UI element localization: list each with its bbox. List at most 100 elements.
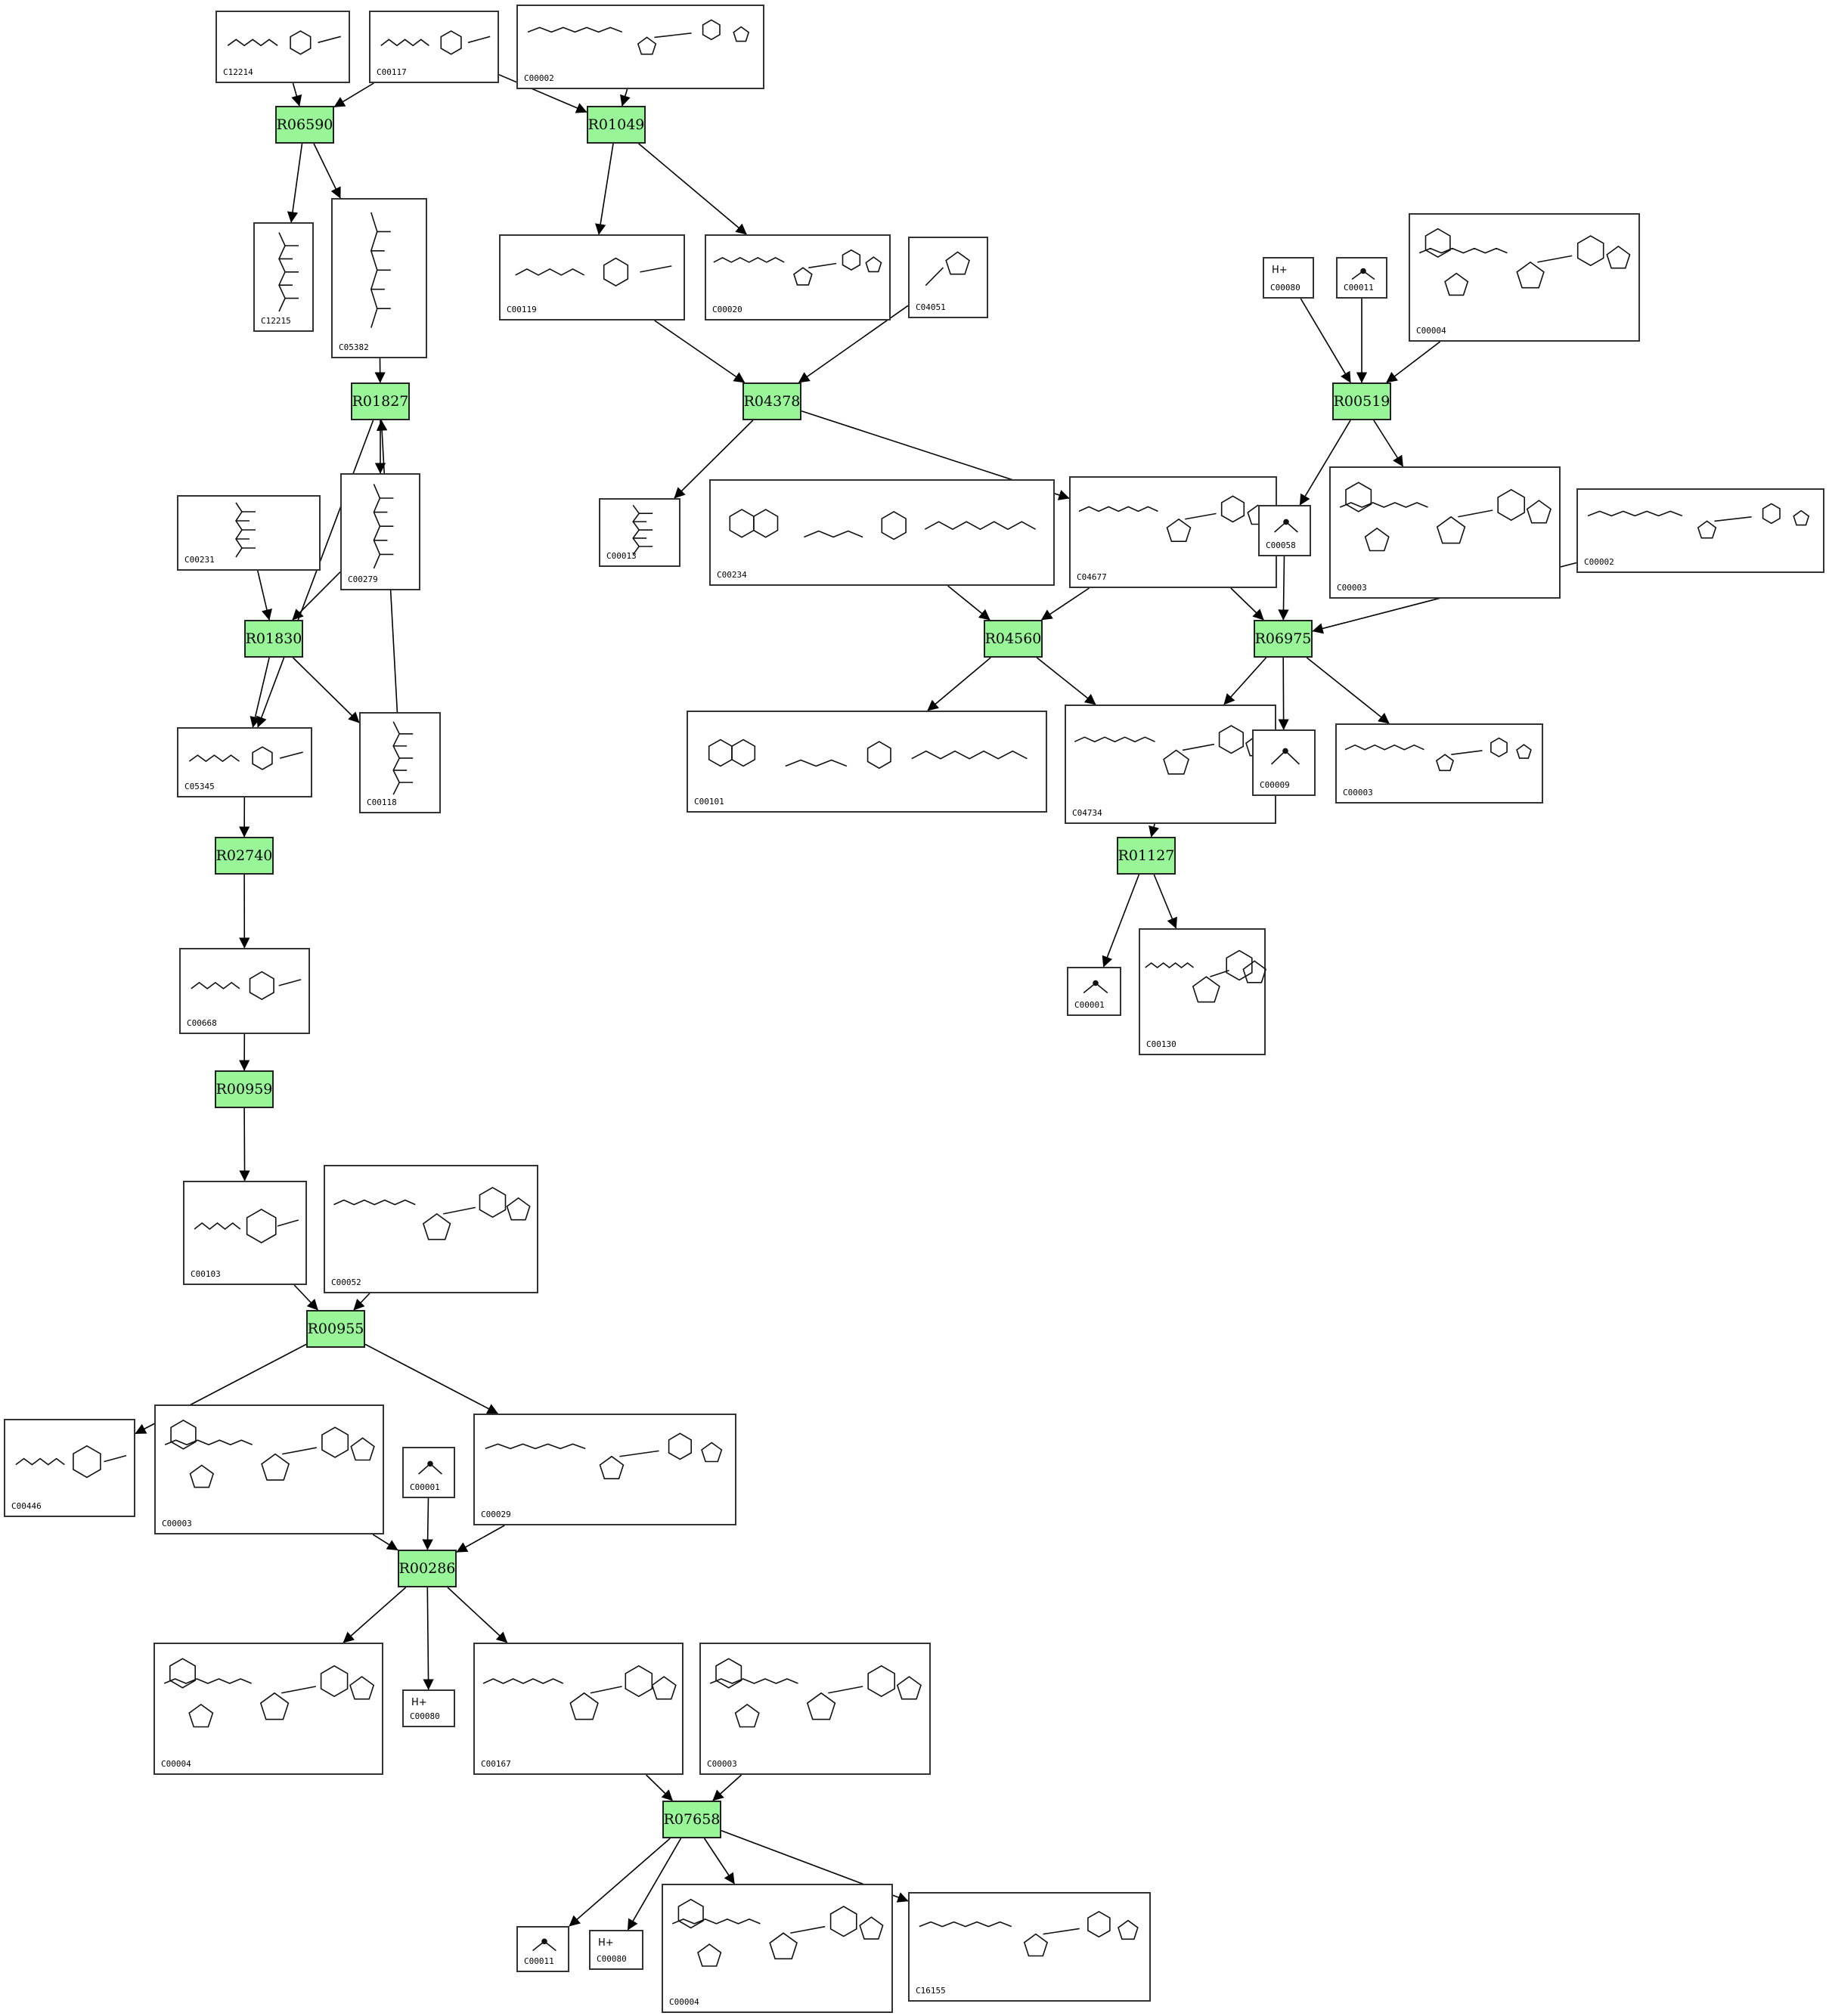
compound-id-label: C00020 (712, 305, 742, 314)
compound-c00003[interactable]: C00003 (154, 1404, 384, 1534)
compound-c00119[interactable]: C00119 (499, 234, 685, 321)
compound-c00058[interactable]: C00058 (1258, 505, 1311, 556)
chemical-structure-icon (191, 971, 302, 1001)
reaction-r01830[interactable]: R01830 (244, 620, 303, 658)
compound-c00029[interactable]: C00029 (473, 1414, 736, 1525)
edge-r06975-to-c04734 (1223, 657, 1267, 705)
compound-c04677[interactable]: C04677 (1069, 476, 1277, 588)
compound-c00003[interactable]: C00003 (1335, 723, 1543, 804)
reaction-r02740[interactable]: R02740 (215, 837, 274, 875)
compound-c16155[interactable]: C16155 (908, 1892, 1151, 2002)
reaction-r04560[interactable]: R04560 (984, 620, 1043, 658)
compound-id-label: C00003 (707, 1759, 737, 1769)
edge-c00103-to-r00955 (293, 1284, 318, 1311)
compound-c00279[interactable]: C00279 (340, 473, 420, 590)
chemical-structure-icon (1274, 519, 1298, 533)
compound-id-label: C00668 (187, 1018, 217, 1028)
chemical-structure-icon (709, 1658, 922, 1728)
compound-c05382[interactable]: C05382 (331, 198, 427, 358)
chemical-structure-icon (392, 721, 414, 795)
reaction-r06590[interactable]: R06590 (275, 106, 334, 144)
chemical-structure-icon (227, 30, 341, 55)
compound-c00004[interactable]: C00004 (153, 1643, 383, 1775)
chemical-structure-icon (632, 504, 653, 556)
reaction-r01827[interactable]: R01827 (351, 382, 410, 420)
compound-id-label: C00013 (606, 551, 637, 561)
edge-r01049-to-c00020 (638, 143, 747, 235)
compound-c00101[interactable]: C00101 (687, 711, 1047, 813)
compound-c00013[interactable]: C00013 (599, 498, 680, 567)
chemical-structure-icon (235, 502, 256, 558)
compound-c00004[interactable]: C00004 (662, 1884, 893, 2013)
compound-c00080[interactable]: H+C00080 (1263, 257, 1314, 299)
compound-id-label: C00052 (331, 1277, 361, 1287)
reaction-r07658[interactable]: R07658 (662, 1801, 721, 1838)
compound-c00080[interactable]: H+C00080 (589, 1930, 643, 1970)
compound-id-label: C00004 (669, 1997, 699, 2007)
edge-r04560-to-c00101 (927, 657, 991, 711)
reaction-r00286[interactable]: R00286 (398, 1550, 457, 1587)
compound-id-label: C00029 (481, 1510, 511, 1519)
compound-id-label: C00004 (161, 1759, 191, 1769)
compound-c00130[interactable]: C00130 (1139, 928, 1267, 1055)
compound-c00080[interactable]: H+C00080 (402, 1689, 455, 1727)
edge-c00234-to-r04560 (947, 585, 990, 621)
compound-id-label: C00119 (507, 305, 537, 314)
compound-c00002[interactable]: C00002 (516, 5, 764, 89)
chemical-structure-icon (713, 249, 882, 286)
edge-r01830-to-c00118 (292, 657, 360, 723)
compound-c00011[interactable]: C00011 (1336, 257, 1387, 299)
reaction-r04378[interactable]: R04378 (742, 382, 801, 420)
compound-c12214[interactable]: C12214 (215, 11, 350, 83)
compound-id-label: C00001 (1074, 1000, 1105, 1010)
chemical-structure-icon (527, 19, 750, 55)
compound-c00052[interactable]: C00052 (324, 1165, 538, 1293)
reaction-r00959[interactable]: R00959 (215, 1070, 274, 1108)
compound-c00009[interactable]: C00009 (1252, 729, 1316, 796)
compound-id-label: C00002 (524, 73, 554, 83)
edge-r07658-to-c00011b (569, 1838, 671, 1927)
compound-c04051[interactable]: C04051 (908, 237, 988, 318)
reaction-r01127[interactable]: R01127 (1117, 837, 1176, 875)
compound-c00103[interactable]: C00103 (183, 1181, 307, 1285)
compound-c00001[interactable]: C00001 (1067, 967, 1121, 1016)
compound-id-label: C00011 (524, 1956, 554, 1966)
compound-id-label: C00234 (717, 570, 747, 580)
compound-c00001[interactable]: C00001 (402, 1447, 455, 1498)
chemical-structure-icon (194, 1208, 299, 1243)
chemical-structure-icon (1418, 228, 1631, 296)
compound-c00446[interactable]: C00446 (4, 1419, 135, 1517)
compound-c00167[interactable]: C00167 (473, 1643, 684, 1775)
chemical-structure-icon (418, 1460, 442, 1475)
compound-c00002[interactable]: C00002 (1576, 488, 1824, 573)
edge-c00004a-to-r00519 (1386, 341, 1441, 383)
compound-c00011[interactable]: C00011 (516, 1926, 569, 1972)
compound-c00231[interactable]: C00231 (177, 495, 321, 571)
compound-id-label: C00167 (481, 1759, 511, 1769)
reaction-r01049[interactable]: R01049 (587, 106, 646, 144)
compound-c00117[interactable]: C00117 (369, 11, 499, 83)
chemical-structure-icon (925, 251, 970, 286)
edge-r00959-to-c00103 (239, 1107, 250, 1181)
compound-c12215[interactable]: C12215 (253, 222, 314, 332)
compound-c00118[interactable]: C00118 (359, 712, 441, 813)
chemical-structure-icon (482, 1665, 677, 1720)
compound-c05345[interactable]: C05345 (177, 727, 312, 797)
chemical-structure-icon (485, 1432, 723, 1479)
chemical-structure-icon (373, 484, 394, 569)
reaction-r06975[interactable]: R06975 (1254, 620, 1313, 658)
compound-c00234[interactable]: C00234 (709, 479, 1055, 586)
reaction-r00519[interactable]: R00519 (1332, 382, 1391, 420)
chemical-structure-icon (1145, 949, 1267, 1003)
compound-c00003[interactable]: C00003 (1329, 466, 1561, 599)
compound-c00004[interactable]: C00004 (1409, 213, 1640, 342)
compound-c04734[interactable]: C04734 (1065, 705, 1276, 824)
compound-id-label: C00446 (11, 1501, 42, 1511)
edge-c00119-to-r04378 (654, 320, 746, 383)
compound-formula: H+ (598, 1937, 614, 1949)
reaction-r00955[interactable]: R00955 (306, 1310, 365, 1348)
compound-c00020[interactable]: C00020 (705, 234, 891, 321)
chemical-structure-icon (1270, 748, 1300, 765)
compound-c00003[interactable]: C00003 (699, 1643, 931, 1775)
compound-c00668[interactable]: C00668 (179, 948, 310, 1034)
